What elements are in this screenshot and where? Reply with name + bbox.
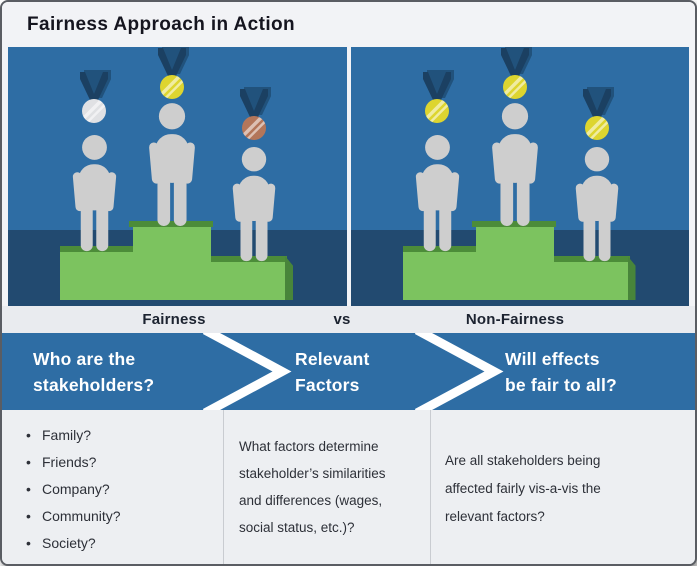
medal-icon	[498, 47, 533, 100]
medal-icon	[420, 68, 455, 124]
person-third-place	[226, 147, 282, 262]
podium-step3-side	[627, 256, 636, 300]
medal-icon	[580, 85, 615, 141]
person-second-place	[66, 135, 123, 252]
comparison-panels	[2, 47, 695, 306]
comparison-labels: Fairness vs Non-Fairness	[2, 306, 695, 333]
podium-step2	[60, 252, 133, 300]
fairness-panel	[8, 47, 347, 306]
relevant-factors-column: What factors determine stakeholder’s sim…	[223, 410, 430, 564]
chevron-arrows-icon	[202, 333, 504, 410]
list-item: Company?	[24, 476, 213, 503]
list-item: Friends?	[24, 449, 213, 476]
podium-step3-side	[285, 256, 293, 300]
fairness-label: Fairness	[142, 311, 206, 328]
podium-step1	[133, 227, 211, 300]
medal-icon	[77, 68, 112, 124]
podium-step2	[402, 252, 476, 300]
banner-step-fair-effects: Will effects be fair to all?	[505, 348, 617, 395]
medal-icon	[237, 85, 272, 141]
non-fairness-label: Non-Fairness	[465, 311, 565, 328]
detail-columns: Family? Friends? Company? Community? Soc…	[2, 410, 695, 564]
page-title: Fairness Approach in Action	[27, 13, 296, 35]
process-banner: Who are the stakeholders? Relevant Facto…	[2, 333, 695, 410]
podium-step1	[475, 227, 554, 300]
podium-step1-top	[129, 221, 213, 227]
stakeholders-list: Family? Friends? Company? Community? Soc…	[24, 422, 213, 557]
person-third-place	[569, 147, 625, 262]
podium-step3	[553, 262, 628, 300]
podium-step2-top	[60, 246, 133, 252]
person-first-place	[485, 103, 545, 227]
title-bar: Fairness Approach in Action	[2, 2, 695, 47]
list-item: Family?	[24, 422, 213, 449]
banner-step-relevant-factors: Relevant Factors	[295, 348, 370, 395]
list-item: Community?	[24, 503, 213, 530]
podium-step1-top	[471, 221, 556, 227]
person-first-place	[142, 103, 202, 227]
podium-step2-top	[402, 246, 476, 252]
stakeholders-column: Family? Friends? Company? Community? Soc…	[2, 410, 223, 564]
medal-icon	[155, 47, 190, 100]
non-fairness-panel	[350, 47, 689, 306]
fair-effects-column: Are all stakeholders being affected fair…	[430, 410, 695, 564]
person-second-place	[409, 135, 466, 252]
list-item: Society?	[24, 530, 213, 557]
vs-label: vs	[333, 311, 351, 328]
podium-step3	[211, 262, 285, 300]
banner-step-stakeholders: Who are the stakeholders?	[33, 348, 155, 395]
